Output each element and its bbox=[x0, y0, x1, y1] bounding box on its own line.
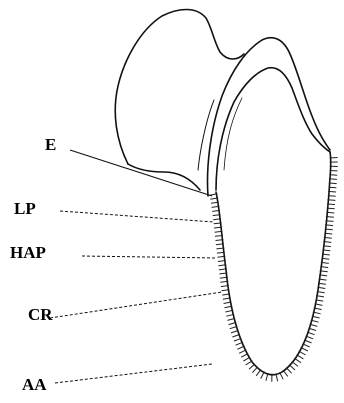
leader-line-e bbox=[70, 150, 212, 196]
ligament-hatch-mark bbox=[327, 204, 335, 205]
main-tooth-crown-outline bbox=[208, 38, 330, 196]
periodontal-ligament-hatching bbox=[210, 158, 338, 382]
ligament-hatch-mark bbox=[326, 217, 334, 218]
ligament-hatch-mark bbox=[329, 179, 337, 180]
leader-line-aa bbox=[55, 364, 212, 383]
label-lp: LP bbox=[14, 199, 36, 218]
crown-shading-lines bbox=[224, 98, 242, 170]
ligament-hatch-mark bbox=[261, 372, 265, 379]
label-hap: HAP bbox=[10, 243, 46, 262]
ligament-hatch-mark bbox=[239, 350, 246, 354]
leader-line-lp bbox=[60, 211, 214, 222]
ligament-hatch-mark bbox=[327, 208, 335, 209]
ligament-hatch-mark bbox=[327, 200, 335, 201]
adjacent-tooth-contact bbox=[128, 164, 200, 190]
root-outline bbox=[216, 152, 331, 375]
ligament-hatch-mark bbox=[241, 354, 248, 358]
ligament-hatch-mark bbox=[252, 367, 257, 373]
ligament-hatch-mark bbox=[294, 358, 301, 363]
ligament-hatch-mark bbox=[280, 372, 284, 379]
ligament-hatch-mark bbox=[243, 357, 250, 361]
ligament-hatch-mark bbox=[297, 355, 304, 359]
leader-line-cr bbox=[50, 292, 222, 318]
ligament-hatch-mark bbox=[283, 370, 288, 376]
label-e: E bbox=[45, 135, 56, 154]
adjacent-tooth-outline bbox=[115, 10, 244, 165]
ligament-hatch-mark bbox=[328, 196, 336, 197]
ligament-hatch-mark bbox=[292, 362, 298, 367]
ligament-hatch-mark bbox=[286, 368, 291, 374]
leader-line-hap bbox=[82, 256, 216, 258]
ligament-hatch-mark bbox=[328, 191, 336, 192]
ligament-hatch-mark bbox=[289, 365, 295, 370]
ligament-hatch-mark bbox=[329, 183, 337, 184]
ligament-hatch-mark bbox=[330, 158, 338, 159]
ligament-hatch-mark bbox=[328, 187, 336, 188]
ligament-hatch-mark bbox=[326, 212, 334, 213]
label-aa: AA bbox=[22, 375, 47, 394]
ligament-hatch-mark bbox=[256, 369, 261, 376]
main-tooth-enamel-line bbox=[216, 68, 330, 190]
ligament-hatch-mark bbox=[249, 364, 255, 370]
ligament-hatch-mark bbox=[329, 175, 337, 176]
ligament-hatch-mark bbox=[326, 221, 334, 222]
label-cr: CR bbox=[28, 305, 53, 324]
ligament-hatch-mark bbox=[246, 361, 253, 365]
